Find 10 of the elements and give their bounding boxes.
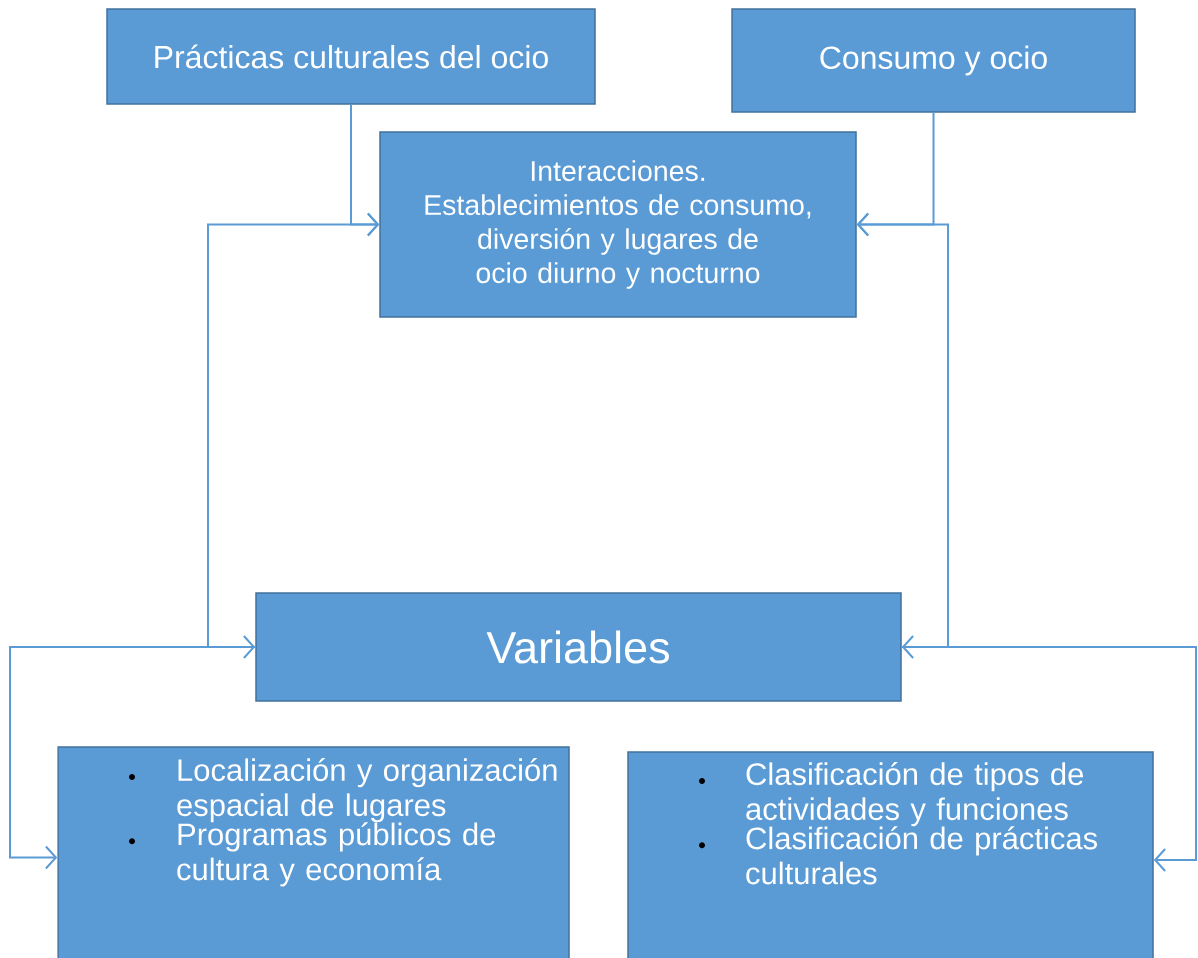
process-box: Prácticas culturales del ocio — [106, 8, 596, 105]
process-box: Consumo y ocio — [731, 8, 1136, 113]
process-box: Interacciones. Establecimientos de consumo, diversión y lugares de ocio diurno y nocturno — [379, 131, 857, 318]
arrow — [9, 635, 256, 870]
arrow — [901, 635, 1197, 872]
bullet-list-box: Localización y organización espacial de lugares Programas públicos de cultura y economía — [57, 746, 570, 958]
arrow — [207, 103, 380, 648]
arrow — [856, 111, 949, 648]
bullet-list-box: Clasificación de tipos de actividades y funciones Clasificación de prácticas culturales — [627, 751, 1154, 958]
process-box: Variables — [255, 592, 902, 702]
